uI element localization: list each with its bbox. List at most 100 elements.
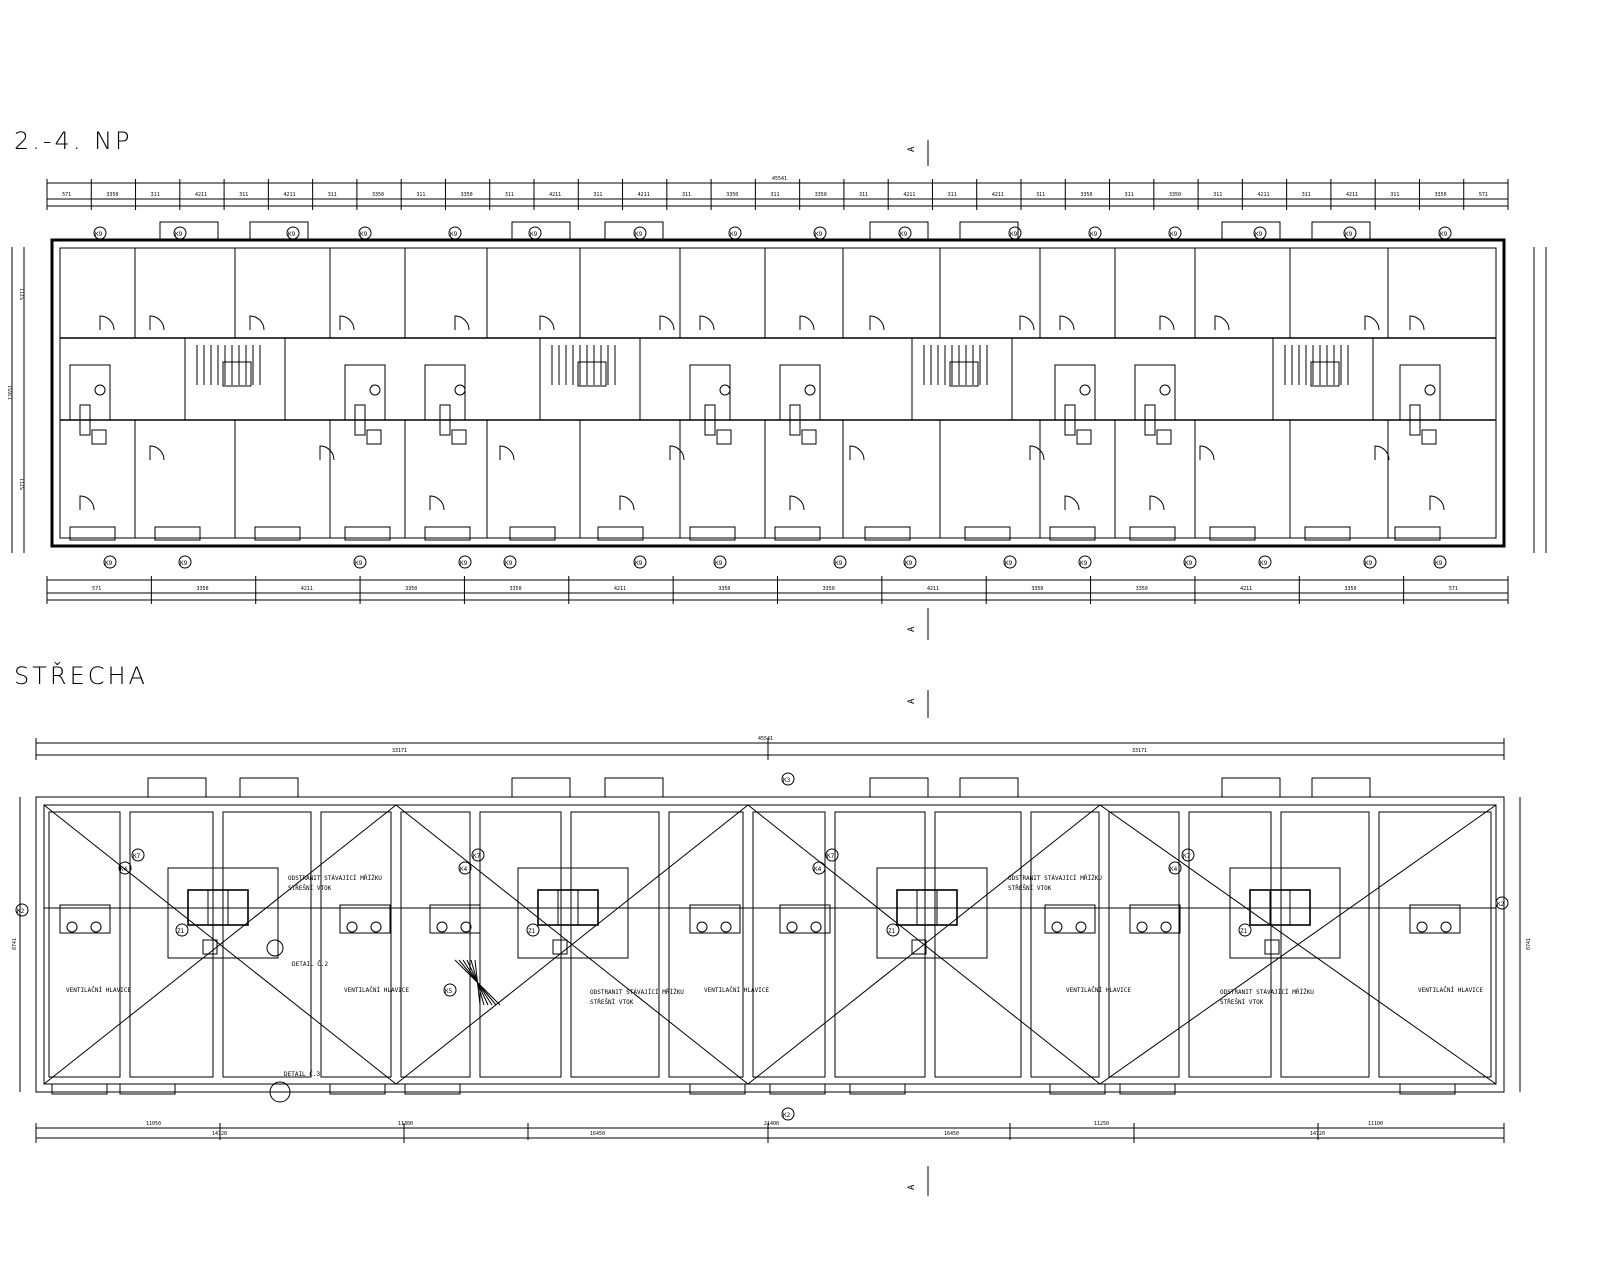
window-tag-label: K9 [505, 560, 513, 567]
vent-pipe [346, 921, 358, 933]
balcony-bottom [424, 526, 471, 541]
note-vent-head-1: VENTILAČNÍ HLAVICE [66, 986, 131, 994]
door-swing [1214, 315, 1230, 331]
hatch-drain [202, 939, 218, 955]
window-tag-label: K9 [635, 231, 643, 238]
dim-label: 311 [416, 192, 425, 198]
roof-tag-label: Z1 [888, 928, 896, 935]
door-swing [1374, 445, 1390, 461]
section-label: A [907, 1184, 917, 1190]
bathroom-core [424, 364, 466, 421]
vent-box [1044, 904, 1096, 934]
floor-inner-wall-line [59, 247, 1497, 539]
roof-hatches [167, 867, 1341, 959]
slope-line [1099, 804, 1497, 1085]
note-vent-head-5: VENTILAČNÍ HLAVICE [1418, 986, 1483, 994]
balcony-top [1311, 221, 1371, 241]
window-tag-label: K9 [105, 560, 113, 567]
roof-tag-label: Z1 [177, 928, 185, 935]
floor-side-dim-top: 5711 [20, 288, 26, 300]
roof-notes: ODSTRANIT STÁVAJÍCÍ MŘÍŽKU STŘEŠNÍ VTOK … [66, 874, 1483, 1103]
window-tag-label: K9 [715, 560, 723, 567]
hatch-frame [896, 889, 958, 926]
dim-label: 311 [328, 192, 337, 198]
window-tag-circle [286, 226, 300, 240]
hatch-frame [1249, 889, 1311, 926]
roof-tags: K3 K2 K2 K2 [15, 772, 1509, 1121]
door-swing [789, 495, 805, 511]
roof-stub [239, 777, 299, 798]
door-swing [619, 495, 635, 511]
window-tag-label: K9 [900, 231, 908, 238]
window-tag-label: K9 [1090, 231, 1098, 238]
roof-tag-circle [1168, 861, 1182, 875]
window-tag-label: K9 [1440, 231, 1448, 238]
note-roof-inlet-2: STŘEŠNÍ VTOK [590, 998, 634, 1006]
window-tag-label: K9 [450, 231, 458, 238]
roof-seg-1: 11050 [146, 1121, 161, 1127]
window-tag-label: K9 [1080, 560, 1088, 567]
washbasin [369, 384, 381, 396]
note-remove-grille-2: ODSTRANIT STÁVAJÍCÍ MŘÍŽKU [590, 988, 684, 996]
vent-pipe [720, 921, 732, 933]
note-vent-head-2: VENTILAČNÍ HLAVICE [344, 986, 409, 994]
bathtub [439, 404, 451, 436]
vent-pipe [1160, 921, 1172, 933]
dim-label: 571 [62, 192, 71, 198]
roof-tag-circle [886, 923, 900, 937]
washbasin [1159, 384, 1171, 396]
roof-side-dim-right: 8741 [1526, 938, 1532, 950]
dim-label: 3350 [823, 586, 835, 592]
roof-panel [1188, 811, 1272, 1078]
roof-tag-circle [812, 861, 826, 875]
door-swing [319, 445, 335, 461]
door-swing [149, 315, 165, 331]
vent-pipe [460, 921, 472, 933]
staircase-3 [911, 337, 1013, 421]
window-tag-label: K9 [635, 560, 643, 567]
window-tag-circle [1438, 226, 1452, 240]
roof-panel [479, 811, 562, 1078]
roof-panel [834, 811, 926, 1078]
vent-pipe [1136, 921, 1148, 933]
door-swing [1159, 315, 1175, 331]
door-swing [99, 315, 115, 331]
roof-tag-label: K5 [445, 988, 453, 995]
window-tag-label: K9 [95, 231, 103, 238]
roof-panel [934, 811, 1022, 1078]
hatch-frame [537, 889, 599, 926]
roof-side-dim-left: 8741 [12, 938, 18, 950]
door-swing [1199, 445, 1215, 461]
window-tag-label: K9 [180, 560, 188, 567]
roof-stubs-top [147, 777, 1371, 798]
window-tag-circle [1078, 555, 1092, 569]
door-swing [1364, 315, 1380, 331]
stove [1156, 429, 1172, 445]
roof-tag-k3-top: K3 [783, 777, 791, 784]
roof-seg-2: 11300 [398, 1121, 413, 1127]
detail-3-marker [269, 1081, 291, 1103]
roof-span-3: 16450 [944, 1131, 959, 1137]
door-swing [249, 315, 265, 331]
window-tag-label: K9 [1435, 560, 1443, 567]
dim-label: 311 [505, 192, 514, 198]
dim-label: 571 [92, 586, 101, 592]
note-remove-grille-1: ODSTRANIT STÁVAJÍCÍ MŘÍŽKU [288, 874, 382, 882]
vent-box [1129, 904, 1181, 934]
dim-label: 3350 [1031, 586, 1043, 592]
detail-hatch [474, 959, 481, 1006]
door-swing [799, 315, 815, 331]
window-tag-label: K9 [1255, 231, 1263, 238]
roof-tag-label: K7 [133, 853, 141, 860]
door-swing [499, 445, 515, 461]
window-tag-circle [903, 555, 917, 569]
roof-tag-label: K4 [460, 866, 468, 873]
floor-side-dim-total: 12651 [8, 385, 14, 400]
dim-label: 4211 [903, 192, 915, 198]
roof-tag-label: K7 [1183, 853, 1191, 860]
washbasin [804, 384, 816, 396]
door-swing [1019, 315, 1035, 331]
hatch-outer [1229, 867, 1341, 959]
